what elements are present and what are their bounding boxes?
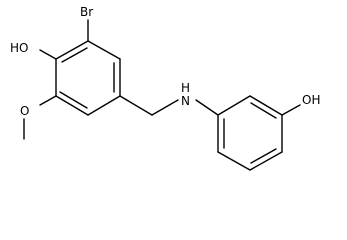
bond-c4-c5 (55, 95, 89, 116)
structure-canvas: Br HO O H N OH (10, 5, 321, 171)
bond-c6-oh (39, 49, 57, 60)
amine-hydrogen-label: H (181, 81, 190, 95)
bond-c9-oh (281, 104, 301, 116)
bond-ch2-n (151, 99, 179, 116)
bond-c8-c9-inner (250, 102, 277, 119)
bond-c5-o (39, 95, 57, 106)
molecule-diagram: Br HO O H N OH (10, 5, 320, 171)
bond-c11-c12 (217, 151, 251, 171)
bromine-label: Br (80, 5, 93, 19)
bond-c6-c1-inner (61, 47, 88, 63)
bond-n-c7 (195, 99, 219, 116)
bond-c3-c4 (87, 95, 121, 116)
bond-c10-c11 (249, 151, 283, 171)
bond-c8-c9 (249, 95, 283, 116)
bond-c3-ch2 (119, 95, 153, 116)
bond-c6-c1 (55, 40, 89, 60)
bond-c1-c2 (87, 40, 121, 60)
hydroxyl-left-label: HO (10, 41, 28, 55)
bond-c10-c11-inner (250, 148, 277, 164)
bond-c4-c5-inner (59, 91, 88, 109)
hydroxyl-right-label: OH (302, 93, 320, 107)
methoxy-oxygen-label: O (20, 104, 29, 118)
amine-nitrogen-label: N (181, 94, 190, 108)
bond-c7-c8 (217, 95, 251, 116)
